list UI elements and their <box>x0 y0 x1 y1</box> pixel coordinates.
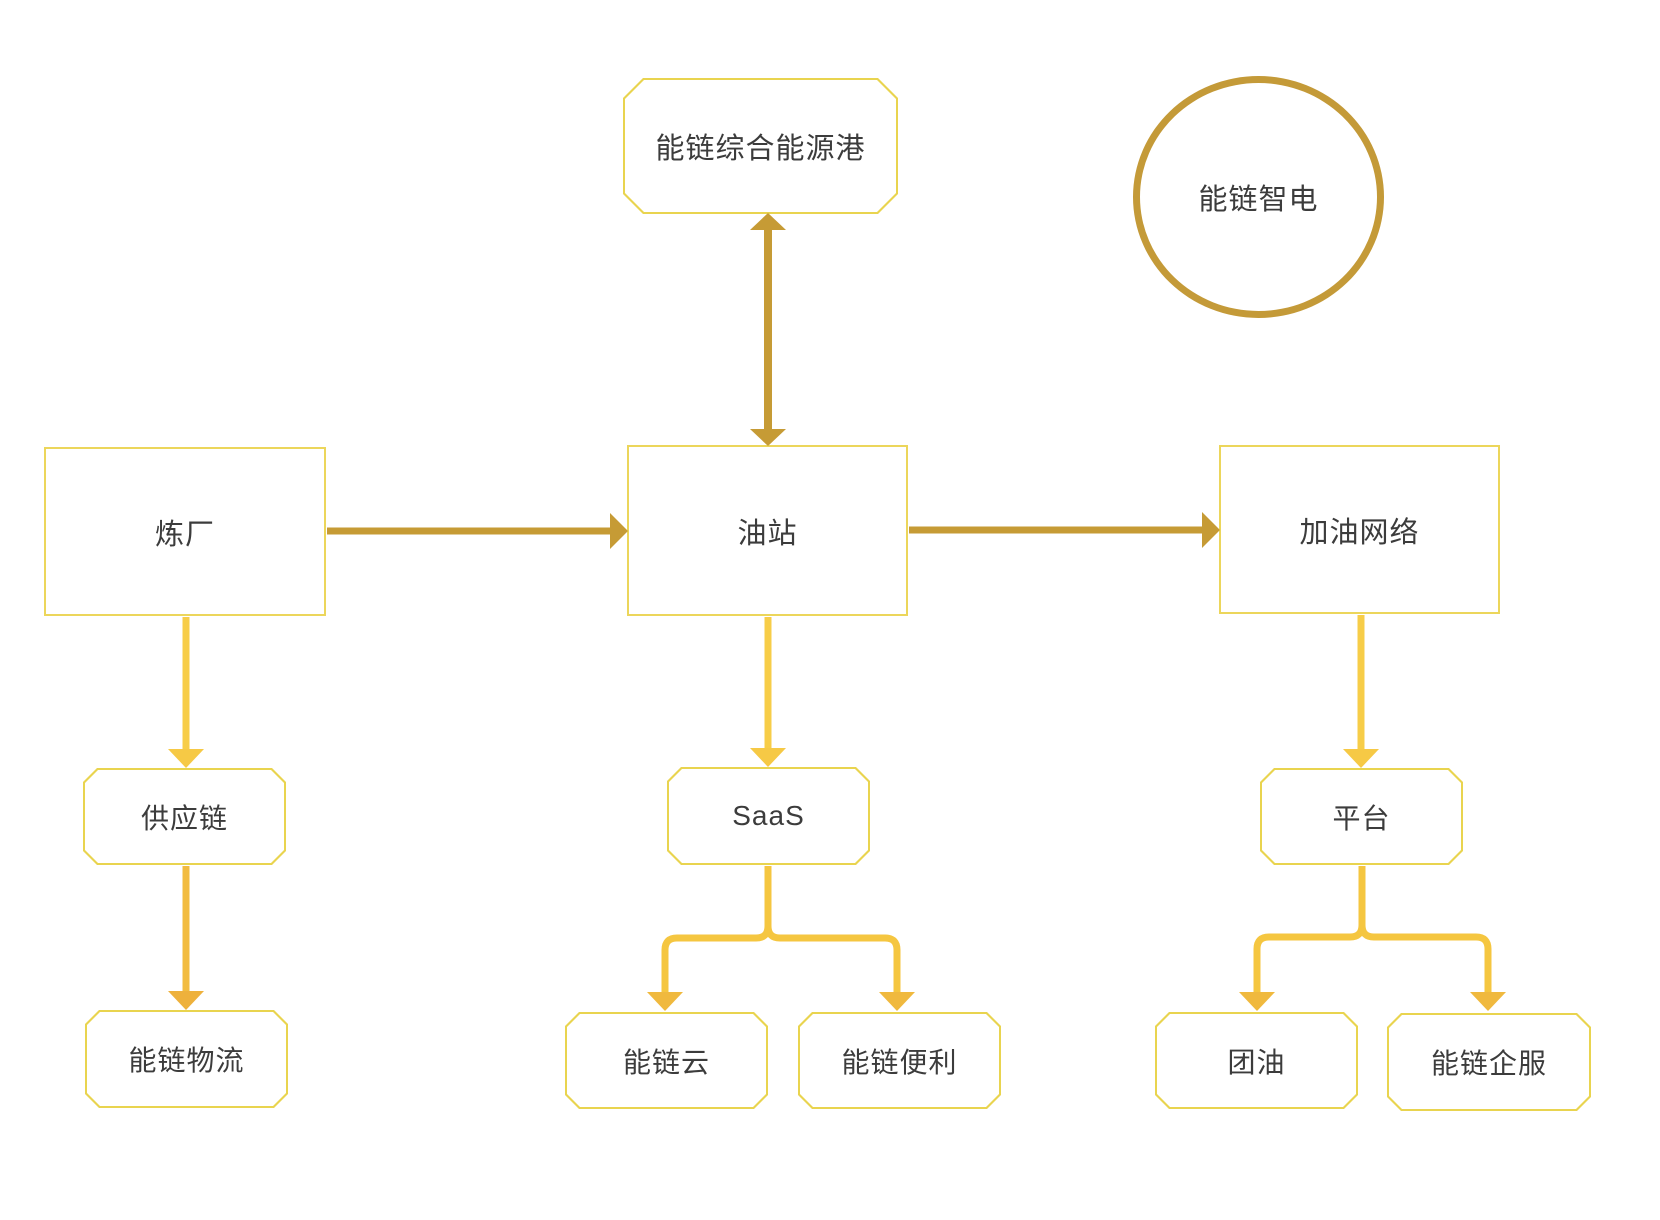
edge-platform-enterprise-service <box>1358 866 1506 1011</box>
node-enterprise-service: 能链企服 <box>1387 1013 1591 1111</box>
node-supply-chain: 供应链 <box>83 768 286 865</box>
node-cloud: 能链云 <box>565 1012 768 1109</box>
node-logistics: 能链物流 <box>85 1010 288 1108</box>
node-cloud-fill <box>567 1014 766 1107</box>
node-saas-label: SaaS <box>732 800 805 831</box>
node-energy-port-fill <box>625 80 896 212</box>
node-smart-power-label: 能链智电 <box>1198 184 1319 216</box>
edge-gas-station-saas <box>750 617 786 767</box>
node-tuanyou: 团油 <box>1155 1012 1358 1109</box>
node-convenience-label: 能链便利 <box>841 1046 958 1078</box>
edge-supply-chain-logistics <box>168 866 204 1010</box>
node-tuanyou-label: 团油 <box>1227 1046 1286 1078</box>
edge-energy-port-gas-station <box>750 213 786 446</box>
node-saas-fill <box>669 769 868 863</box>
node-gas-station-label: 油站 <box>737 517 798 550</box>
edge-platform-tuanyou <box>1239 866 1366 1011</box>
node-convenience-fill <box>800 1014 999 1107</box>
node-convenience: 能链便利 <box>798 1012 1001 1109</box>
edge-fueling-network-platform <box>1343 615 1379 768</box>
node-supply-chain-label: 供应链 <box>140 802 228 834</box>
edge-refinery-supply-chain <box>168 617 204 768</box>
node-energy-port-label: 能链综合能源港 <box>655 133 866 165</box>
node-fueling-network-label: 加油网络 <box>1299 516 1420 549</box>
node-smart-power: 能链智电 <box>1133 76 1384 318</box>
edge-gas-station-fueling-network <box>909 512 1220 548</box>
node-cloud-label: 能链云 <box>622 1046 710 1078</box>
node-refinery-label: 炼厂 <box>154 518 215 551</box>
node-enterprise-service-label: 能链企服 <box>1430 1048 1547 1079</box>
node-platform: 平台 <box>1260 768 1463 865</box>
node-energy-port: 能链综合能源港 <box>623 78 898 214</box>
node-logistics-fill <box>87 1012 286 1106</box>
node-gas-station: 油站 <box>627 445 908 616</box>
edge-refinery-gas-station <box>327 513 628 549</box>
node-supply-chain-fill <box>85 770 284 863</box>
node-platform-fill <box>1262 770 1461 863</box>
node-platform-label: 平台 <box>1332 802 1391 834</box>
node-fueling-network: 加油网络 <box>1219 445 1500 614</box>
node-logistics-label: 能链物流 <box>128 1045 245 1076</box>
node-tuanyou-fill <box>1157 1014 1356 1107</box>
node-saas: SaaS <box>667 767 870 865</box>
node-refinery: 炼厂 <box>44 447 326 616</box>
edge-saas-cloud <box>647 866 772 1011</box>
edge-saas-convenience <box>764 866 915 1011</box>
node-enterprise-service-fill <box>1389 1015 1589 1109</box>
